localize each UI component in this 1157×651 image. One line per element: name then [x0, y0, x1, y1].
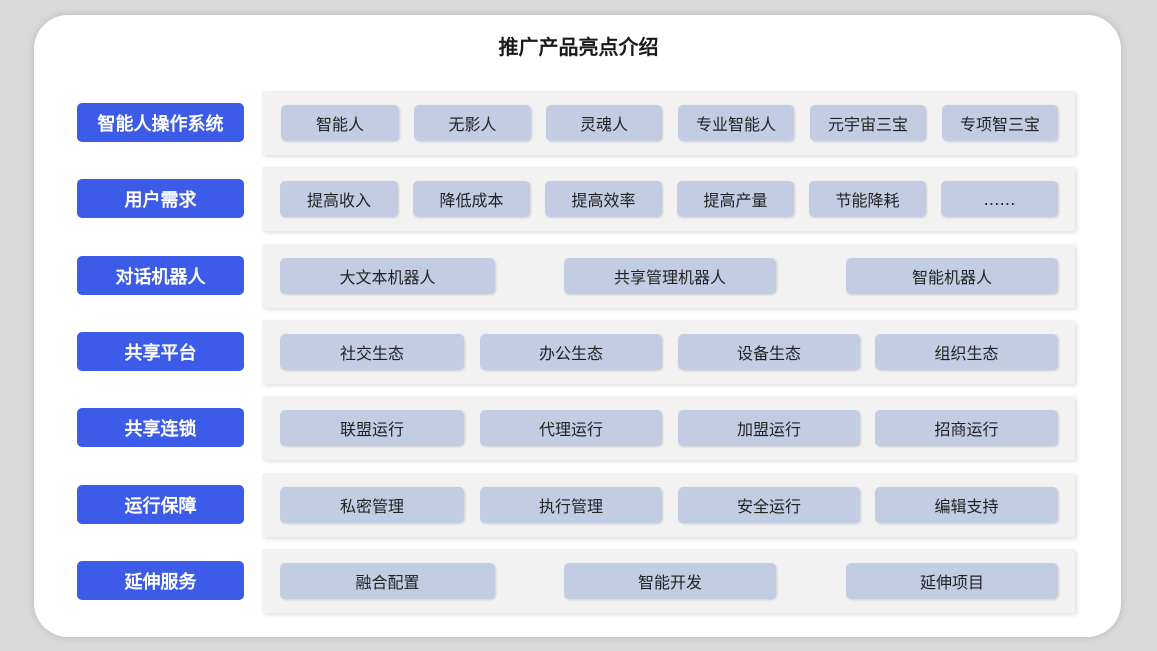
feature-pill: 共享管理机器人: [564, 258, 776, 294]
category-label: 智能人操作系统: [77, 103, 244, 142]
feature-pill: 大文本机器人: [280, 258, 495, 294]
category-row: 共享连锁联盟运行代理运行加盟运行招商运行: [0, 396, 1157, 460]
feature-pill: 智能机器人: [846, 258, 1058, 294]
feature-pill: 执行管理: [480, 487, 662, 523]
feature-pill: 提高收入: [280, 181, 398, 217]
feature-pill: 元宇宙三宝: [810, 105, 926, 141]
category-label: 共享连锁: [77, 408, 244, 447]
category-label: 用户需求: [77, 179, 244, 218]
feature-pill: 延伸项目: [846, 563, 1058, 599]
feature-pill: 无影人: [414, 105, 531, 141]
feature-pill: 设备生态: [678, 334, 860, 370]
feature-pill: 专业智能人: [678, 105, 794, 141]
page-title: 推广产品亮点介绍: [498, 35, 659, 59]
feature-pill: 灵魂人: [546, 105, 662, 141]
feature-pill: 智能开发: [564, 563, 776, 599]
feature-pill: 加盟运行: [678, 410, 860, 446]
feature-pill: 私密管理: [280, 487, 464, 523]
feature-pill: 联盟运行: [280, 410, 464, 446]
feature-pill: 安全运行: [678, 487, 860, 523]
feature-pill: ……: [941, 181, 1058, 217]
category-label: 对话机器人: [77, 256, 244, 295]
category-row: 用户需求提高收入降低成本提高效率提高产量节能降耗 ……: [0, 167, 1157, 231]
feature-pill: 提高效率: [545, 181, 662, 217]
category-label: 共享平台: [77, 332, 244, 371]
feature-pill: 招商运行: [875, 410, 1058, 446]
feature-pill: 社交生态: [280, 334, 464, 370]
feature-pill: 编辑支持: [875, 487, 1058, 523]
feature-pill: 智能人: [281, 105, 399, 141]
category-label: 运行保障: [77, 485, 244, 524]
category-row: 共享平台社交生态办公生态设备生态组织生态: [0, 320, 1157, 384]
feature-pill: 提高产量: [677, 181, 794, 217]
category-row: 延伸服务融合配置 智能开发 延伸项目: [0, 549, 1157, 613]
category-row: 对话机器人大文本机器人 共享管理机器人 智能机器人: [0, 244, 1157, 308]
category-row: 智能人操作系统 智能人无影人灵魂人专业智能人元宇宙三宝专项智三宝: [0, 91, 1157, 155]
feature-pill: 代理运行: [480, 410, 662, 446]
category-label: 延伸服务: [77, 561, 244, 600]
feature-pill: 办公生态: [480, 334, 662, 370]
feature-pill: 降低成本: [413, 181, 530, 217]
category-row: 运行保障私密管理执行管理安全运行编辑支持: [0, 473, 1157, 537]
feature-pill: 融合配置: [280, 563, 495, 599]
feature-pill: 专项智三宝: [942, 105, 1058, 141]
feature-pill: 节能降耗: [809, 181, 926, 217]
feature-pill: 组织生态: [875, 334, 1058, 370]
